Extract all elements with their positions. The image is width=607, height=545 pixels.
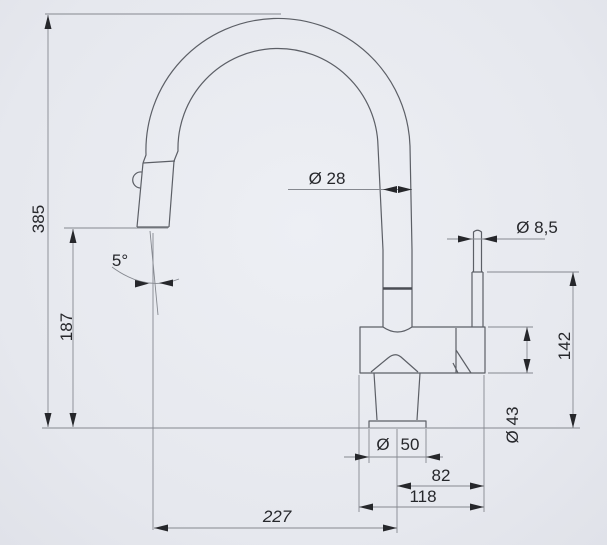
dim-lever-height-label: 142 (555, 332, 574, 360)
dim-spray-angle: 5° (111, 251, 180, 288)
body-outline (359, 326, 486, 374)
dim-spout-tube-diameter: Ø 28 (288, 169, 412, 193)
spray-head-joint-line (142, 160, 176, 164)
base-flange (368, 420, 427, 428)
dim-lever-diameter-label: Ø 8,5 (516, 218, 558, 237)
body-inner-contour (370, 354, 419, 373)
dim-total-height: 385 (29, 15, 52, 427)
arrow-up-icon (523, 327, 531, 341)
arrow-left-icon (154, 524, 168, 532)
spray-head (132, 160, 176, 228)
arrow-down-icon (69, 413, 77, 427)
dim-base-diameter: Ø 50 (344, 435, 443, 461)
reference-lines (42, 13, 580, 533)
spout-inner-curve (173, 47, 384, 327)
dim-lever-height: 142 (555, 272, 577, 428)
arrow-left-icon (483, 235, 497, 243)
arrow-left-icon (383, 186, 397, 193)
arrow-right-icon (470, 503, 484, 511)
faucet-body (359, 326, 486, 374)
arrow-down-icon (523, 359, 531, 373)
dim-body-diameter: Ø 43 (503, 327, 531, 443)
arrow-up-icon (69, 229, 77, 243)
dim-spout-tube-diameter-label: Ø 28 (309, 169, 346, 188)
dim-body-reach: 118 (359, 487, 484, 511)
dim-spout-reach: 227 (154, 507, 397, 532)
dim-base-diameter-value: 50 (401, 435, 420, 454)
dim-spray-angle-label: 5° (112, 251, 128, 270)
dim-base-diameter-symbol: Ø (376, 435, 389, 454)
dim-body-reach-label: 118 (409, 487, 436, 506)
lever-rod-upper (472, 229, 483, 272)
dim-spout-reach-label: 227 (262, 507, 292, 526)
tailpiece (373, 372, 421, 421)
dim-total-height-label: 385 (29, 205, 48, 233)
arrow-up-icon (569, 272, 577, 286)
arrow-down-icon (569, 414, 577, 428)
spray-head-body (136, 160, 175, 228)
spout-outer-curve (142, 17, 413, 327)
lever-rod-lower (471, 272, 484, 327)
arrow-right-icon (458, 235, 472, 243)
valve-section-lines (452, 328, 472, 374)
dim-lever-reach: 82 (397, 466, 484, 490)
arrow-left-icon (359, 503, 373, 511)
dim-outlet-height: 187 (57, 229, 77, 427)
arrow-right-icon (135, 280, 149, 288)
arrow-up-icon (44, 15, 52, 29)
arrow-left-icon (159, 279, 173, 287)
arrow-down-icon (44, 413, 52, 427)
arrow-right-icon (398, 186, 412, 193)
base-assembly (368, 372, 427, 428)
faucet-outline (132, 17, 486, 428)
spray-button (132, 171, 142, 189)
dim-lever-reach-label: 82 (432, 466, 451, 485)
arrow-right-icon (355, 453, 369, 461)
dim-body-diameter-label: Ø 43 (503, 407, 522, 444)
dim-lever-diameter: Ø 8,5 (447, 218, 558, 243)
lever-handle (471, 229, 484, 327)
arrow-right-icon (383, 524, 397, 532)
arrow-right-icon (470, 482, 484, 490)
spray-tilted-axis (149, 230, 159, 316)
arrow-left-icon (426, 453, 440, 461)
arrow-left-icon (397, 482, 411, 490)
dim-outlet-height-label: 187 (57, 313, 76, 341)
